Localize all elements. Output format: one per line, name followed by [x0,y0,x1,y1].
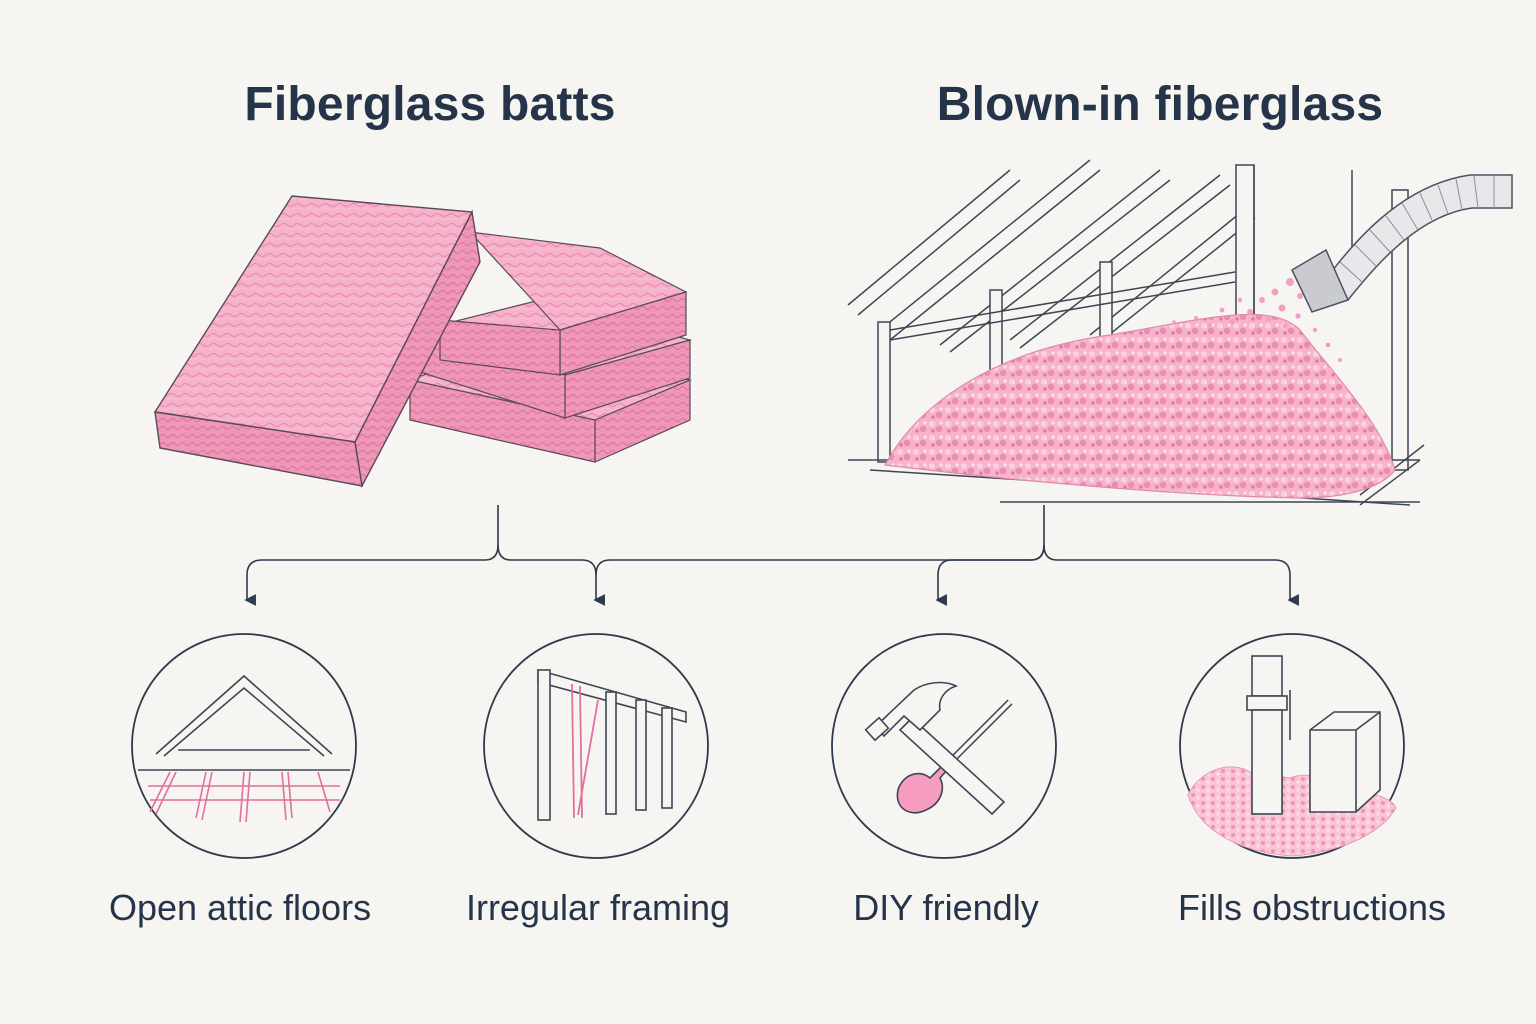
label-diy-friendly: DIY friendly [853,887,1039,928]
connector-lines [247,505,1290,600]
label-fills-obstructions: Fills obstructions [1177,887,1447,928]
title-fiberglass-batts: Fiberglass batts [244,78,616,131]
label-irregular-framing: Irregular framing [465,887,731,928]
fiberglass-batts-illustration [153,195,693,489]
attic-floor-icon [131,633,357,859]
label-open-attic-floors: Open attic floors [108,887,372,928]
batt-leaning [153,195,481,489]
insulation-hose [1291,174,1513,313]
batt-stack-top [439,231,688,376]
obstruction-fill-icon [1179,633,1405,859]
hammer-screwdriver-icon [831,633,1057,859]
blown-in-illustration [847,159,1513,506]
title-blown-in-fiberglass: Blown-in fiberglass [936,78,1384,131]
framing-icon [483,633,709,859]
blown-insulation-mound [884,313,1396,499]
